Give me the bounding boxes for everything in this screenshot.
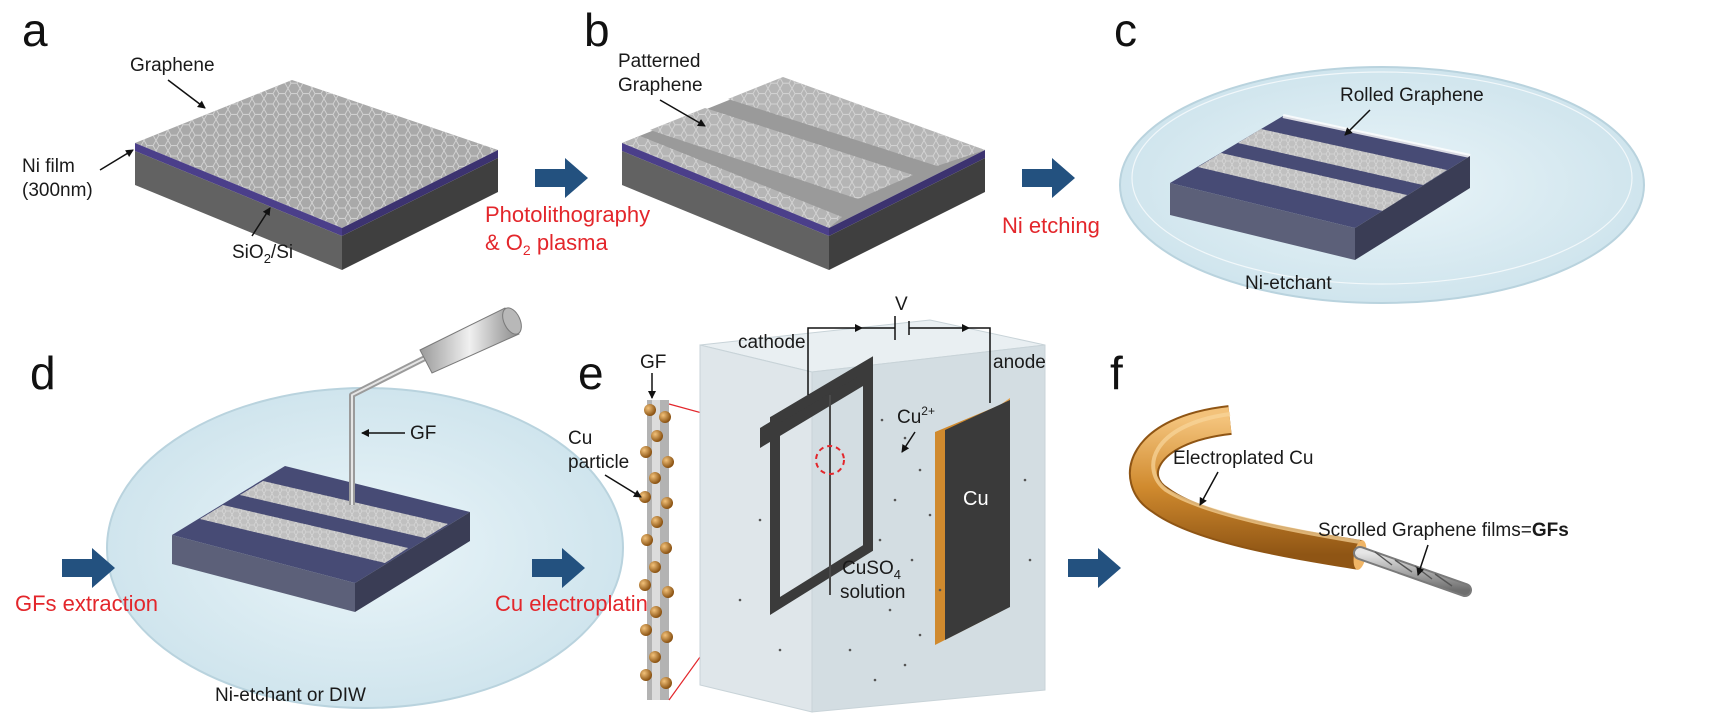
panel-d: d GF Ni-etchant or DIW	[30, 307, 624, 709]
step-cu-electroplating: Cu electroplating	[495, 591, 660, 616]
ni-etchant-label: Ni-etchant	[1245, 273, 1332, 294]
cu-electrode-label: Cu	[963, 488, 989, 510]
cu-electrode	[935, 398, 1010, 645]
panel-label-a: a	[22, 4, 48, 56]
patterned-wafer	[622, 77, 985, 270]
panel-label-f: f	[1110, 347, 1123, 399]
circuit-wires	[807, 316, 991, 403]
step-arrow-5	[1068, 548, 1121, 588]
rolled-graphene-label: Rolled Graphene	[1340, 85, 1484, 106]
patterned-label-2: Graphene	[618, 75, 703, 96]
ni-film-label: Ni film	[22, 156, 75, 177]
anode-label: anode	[993, 352, 1046, 373]
cu-ions	[738, 418, 1032, 682]
panel-a: a Graphene Ni film (300nm) SiO2/Si	[22, 4, 498, 270]
panel-f: f Electroplated Cu Scrolled Graphene fil…	[1110, 347, 1569, 597]
step-arrow-3	[62, 548, 115, 588]
electroplated-cu-label: Electroplated Cu	[1173, 448, 1313, 469]
ni-etchant-diw-label: Ni-etchant or DIW	[215, 685, 366, 706]
graphene-chip-d	[172, 466, 470, 612]
cu-particle-label-2: particle	[568, 452, 629, 473]
cu-particle-label-1: Cu	[568, 428, 592, 449]
patterned-label-1: Patterned	[618, 51, 700, 72]
graphene-label: Graphene	[130, 55, 215, 76]
step-photolithography: Photolithography	[485, 202, 650, 227]
cu-coated-fiber	[639, 400, 674, 700]
step-ni-etching: Ni etching	[1002, 213, 1100, 238]
cu-ion-label: Cu2+	[897, 404, 935, 428]
panel-e: e GF Cu particle	[568, 294, 1046, 713]
step-arrow-1	[535, 158, 588, 198]
voltage-label: V	[895, 294, 908, 315]
cathode-label: cathode	[738, 332, 806, 353]
step-arrow-4	[532, 548, 585, 588]
panel-c: c Rolled Graphene Ni-etchant	[1114, 4, 1645, 304]
cuso4-label: CuSO4	[842, 558, 901, 582]
graphene-chip	[1170, 114, 1471, 260]
step-gfs-extraction: GFs extraction	[15, 591, 158, 616]
scrolled-gfs-label: Scrolled Graphene films=GFs	[1318, 520, 1569, 541]
panel-label-c: c	[1114, 4, 1137, 56]
electroplated-wire	[1129, 405, 1472, 597]
panel-label-e: e	[578, 347, 604, 399]
panel-b: b Patterned Graphene	[584, 4, 985, 270]
extraction-needle	[349, 307, 522, 505]
gf-label-d: GF	[410, 423, 436, 444]
step-o2-plasma: & O2 plasma	[485, 230, 609, 258]
panel-label-d: d	[30, 347, 56, 399]
gf-label-e: GF	[640, 352, 666, 373]
panel-label-b: b	[584, 4, 610, 56]
substrate-label: SiO2/Si	[232, 242, 293, 266]
step-arrow-2	[1022, 158, 1075, 198]
cathode-frame	[760, 356, 873, 616]
ni-thickness-label: (300nm)	[22, 180, 93, 201]
solution-label: solution	[840, 582, 906, 603]
graphene-wafer	[135, 80, 498, 270]
